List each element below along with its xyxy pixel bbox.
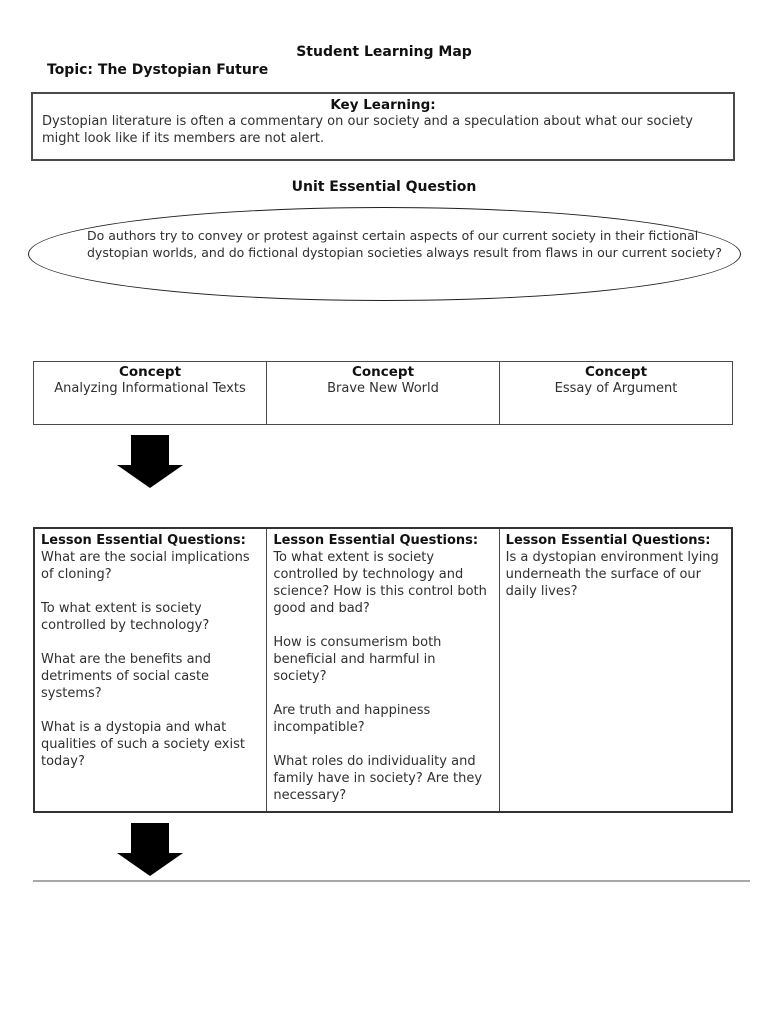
down-arrow-icon <box>117 435 183 488</box>
unit-question-text: Do authors try to convey or protest agai… <box>87 228 722 260</box>
page-title: Student Learning Map <box>296 44 472 60</box>
topic-line: Topic: The Dystopian Future <box>47 62 268 78</box>
concept-cell-brave-new-world: Concept Brave New World <box>266 362 499 424</box>
lesson-question: What is a dystopia and what qualities of… <box>41 720 245 769</box>
concept-cell-essay-of-argument: Concept Essay of Argument <box>499 362 732 424</box>
topic-label: Topic: <box>47 62 94 78</box>
lesson-column-brave-new-world: Lesson Essential Questions: To what exte… <box>266 529 498 811</box>
lesson-column-analyzing-informational-texts: Lesson Essential Questions: What are the… <box>35 529 266 811</box>
lesson-questions-table: Lesson Essential Questions: What are the… <box>33 527 733 813</box>
key-learning-heading: Key Learning: <box>330 97 436 113</box>
lesson-question: How is consumerism both beneficial and h… <box>273 635 442 684</box>
concept-table: Concept Analyzing Informational Texts Co… <box>33 361 733 425</box>
concept-value: Essay of Argument <box>554 381 678 396</box>
lesson-questions-heading: Lesson Essential Questions: <box>505 533 711 548</box>
lesson-question: Is a dystopian environment lying underne… <box>505 550 719 599</box>
unit-question-ellipse <box>28 207 741 301</box>
lesson-question: Are truth and happiness incompatible? <box>273 703 431 735</box>
topic-value: The Dystopian Future <box>97 62 269 78</box>
lesson-question: To what extent is society controlled by … <box>41 601 210 633</box>
horizontal-divider <box>33 880 750 882</box>
key-learning-body: Dystopian literature is often a commenta… <box>42 114 693 146</box>
lesson-question: What are the benefits and detriments of … <box>41 652 212 701</box>
lesson-question: What are the social implications of clon… <box>41 550 250 582</box>
lesson-questions-heading: Lesson Essential Questions: <box>41 533 246 548</box>
lesson-question: To what extent is society controlled by … <box>273 550 487 616</box>
lesson-column-essay-of-argument: Lesson Essential Questions: Is a dystopi… <box>498 529 731 811</box>
concept-value: Analyzing Informational Texts <box>54 381 246 396</box>
concept-heading: Concept <box>584 364 648 380</box>
concept-heading: Concept <box>351 364 415 380</box>
unit-essential-question-heading: Unit Essential Question <box>291 179 477 195</box>
concept-value: Brave New World <box>327 381 439 396</box>
concept-heading: Concept <box>118 364 182 380</box>
lesson-questions-heading: Lesson Essential Questions: <box>273 533 479 548</box>
lesson-question: What roles do individuality and family h… <box>273 754 483 803</box>
key-learning-box: Key Learning: Dystopian literature is of… <box>31 92 735 161</box>
concept-cell-analyzing-informational-texts: Concept Analyzing Informational Texts <box>34 362 266 424</box>
down-arrow-icon <box>117 823 183 876</box>
